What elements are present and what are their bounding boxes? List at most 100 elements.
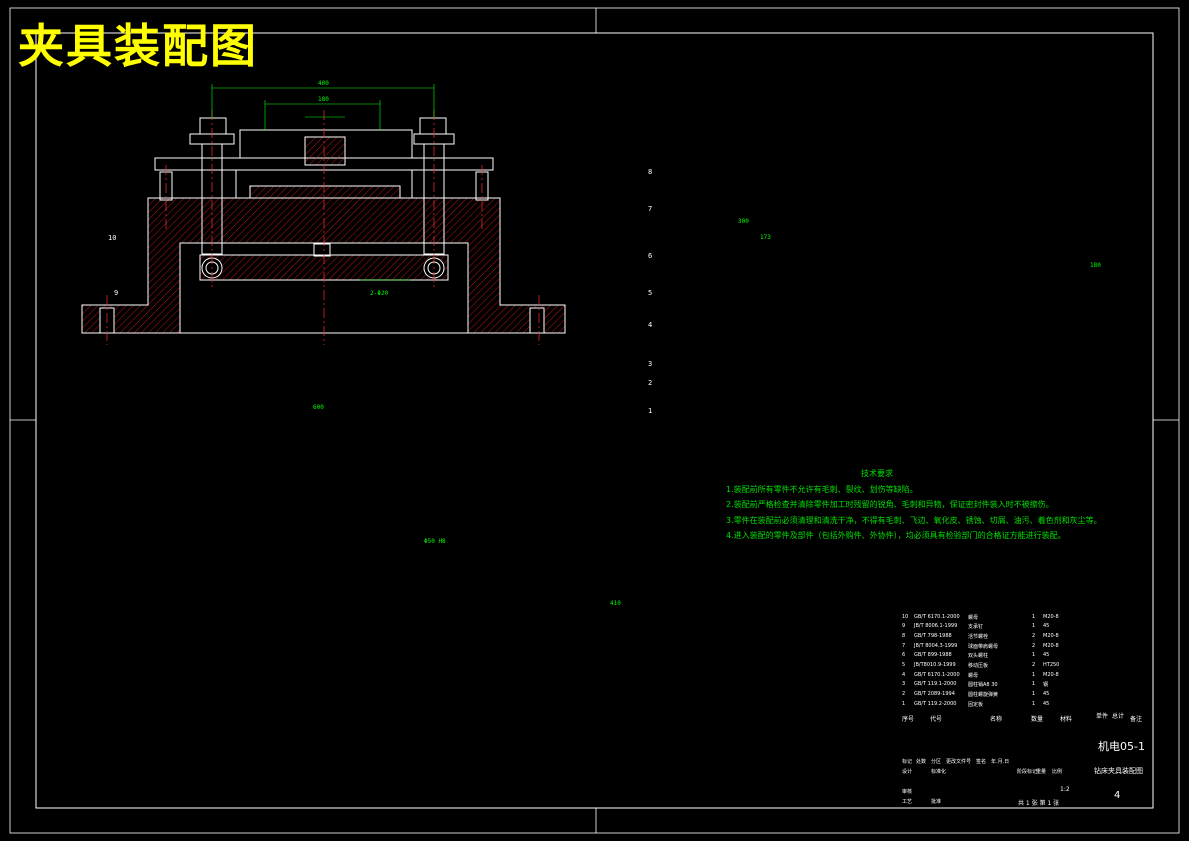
parts-list-cell: GB/T 6170.1-2000 (914, 613, 960, 620)
parts-list-cell: 45 (1043, 691, 1050, 698)
parts-list-cell: 1 (1032, 623, 1036, 630)
parts-list-cell: 圆柱螺旋弹簧 (968, 692, 999, 699)
drawing-number: 机电05-1 (1098, 740, 1145, 753)
title-block-label: 年.月.日 (991, 759, 1010, 765)
callout-6: 6 (648, 252, 653, 260)
tech-heading: 技术要求 (861, 469, 893, 478)
parts-list-cell: GB/T 2089-1994 (914, 691, 955, 698)
parts-list-cell: 1 (1032, 691, 1036, 698)
parts-list-cell: 8 (902, 632, 906, 639)
title-block-label: 更改文件号 (946, 759, 972, 765)
sheet-info: 共 1 张 第 1 张 (1018, 800, 1060, 807)
parts-list-cell: JB/T 8006.1-1999 (914, 623, 958, 630)
dim-dia-note: Φ50 H8 (424, 538, 446, 545)
pl-header-code: 代号 (930, 716, 943, 723)
parts-list-cell: 2 (1032, 662, 1036, 668)
tech-item: 1.装配前所有零件不允许有毛刺、裂纹、划伤等缺陷。 (726, 484, 918, 494)
pl-header-no: 序号 (902, 716, 915, 723)
parts-list-cell: 2 (1032, 632, 1036, 639)
front-dimensions (211, 84, 435, 281)
title-block-label: 分区 (931, 759, 942, 765)
title-block-label: 工艺 (902, 799, 913, 805)
parts-list-cell: M20-8 (1043, 642, 1059, 649)
drawing-title: 夹具装配图 (18, 19, 258, 73)
title-block-label: 重量 (1036, 769, 1047, 775)
callout-1: 1 (648, 407, 653, 415)
parts-list-cell: 10 (902, 613, 909, 620)
parts-list-cell: 钢 (1043, 682, 1049, 689)
callout-5: 5 (648, 289, 653, 297)
pl-header-remark: 备注 (1130, 716, 1143, 723)
parts-list-cell: 1 (1032, 613, 1036, 620)
parts-list-cell: M20-8 (1043, 613, 1059, 620)
callout-3: 3 (648, 360, 653, 368)
dim-front-inner: 180 (318, 96, 329, 103)
parts-list-cell: JB/T 8004.3-1999 (914, 642, 958, 649)
title-block-label: 标准化 (931, 769, 947, 775)
parts-list-cell: 2 (902, 691, 906, 698)
pl-header-material: 材料 (1060, 716, 1073, 723)
title-block-label: 设计 (902, 769, 913, 775)
parts-list-cell: JB/T8010.9-1999 (914, 662, 956, 668)
parts-list-cell: 螺母 (968, 672, 979, 679)
callout-8: 8 (648, 168, 653, 176)
parts-list-cell: 双头螺柱 (968, 653, 989, 660)
sheet-number: 4 (1114, 790, 1121, 801)
pl-header-total: 总计 (1112, 713, 1125, 720)
parts-list-cell: GB/T 899-1988 (914, 652, 952, 659)
callout-2: 2 (648, 379, 653, 387)
parts-list-cell: 活节螺栓 (968, 633, 989, 640)
parts-list-cell: GB/T 6170.1-2000 (914, 671, 960, 678)
callout-4: 4 (648, 321, 653, 329)
parts-list-cell: 移动压板 (968, 663, 989, 669)
parts-list-cell: 45 (1043, 623, 1050, 630)
parts-list-cell: 1 (1032, 652, 1036, 659)
parts-list-cell: 圆柱销A8 30 (968, 682, 998, 689)
callout-9: 9 (114, 289, 119, 297)
parts-list-cell: 5 (902, 662, 906, 668)
dim-side-a: 300 (738, 218, 749, 225)
parts-list-cell: 固定板 (968, 701, 984, 708)
parts-list-cell: 1 (1032, 671, 1036, 678)
parts-list-cell: 2 (1032, 642, 1036, 649)
drawing-name: 钻床夹具装配图 (1094, 767, 1143, 775)
front-centerlines (106, 110, 540, 345)
parts-list-cell: 1 (902, 700, 906, 707)
front-section-view (81, 117, 566, 334)
parts-list-cell: 6 (902, 652, 906, 659)
parts-list-cell: GB/T 798-1988 (914, 632, 952, 639)
title-block-label: 处数 (916, 759, 927, 765)
tech-item: 3.零件在装配前必须清理和清洗干净，不得有毛刺、飞边、氧化皮、锈蚀、切屑、油污、… (726, 515, 1102, 525)
callout-7: 7 (648, 205, 653, 213)
parts-list-cell: GB/T 119.2-2000 (914, 700, 957, 707)
callout-10: 10 (108, 234, 117, 242)
pl-header-unit: 单件 (1096, 713, 1109, 720)
parts-list-cell: 球面带肩螺母 (968, 643, 999, 650)
parts-list-cell: 45 (1043, 700, 1050, 707)
parts-list-cell: M20-8 (1043, 671, 1059, 678)
dim-front-overall: 400 (318, 80, 329, 87)
parts-list-cell: 支承钉 (968, 624, 984, 631)
title-block-label: 比例 (1052, 769, 1063, 775)
parts-list-cell: 3 (902, 681, 906, 688)
dim-plan-width: 600 (313, 404, 324, 411)
parts-list-cell: HT250 (1043, 662, 1060, 668)
tech-item: 4.进入装配的零件及部件（包括外购件、外协件），均必须具有检验部门的合格证方能进… (726, 531, 1066, 540)
pl-header-name: 名称 (990, 716, 1003, 723)
title-block-label: 标记 (902, 759, 913, 765)
dim-side-b: 173 (760, 234, 771, 241)
parts-list-cell: 7 (902, 642, 906, 649)
parts-list-cell: 45 (1043, 652, 1050, 659)
sheet-border (9, 7, 1180, 834)
technical-requirements: 技术要求 1.装配前所有零件不允许有毛刺、裂纹、划伤等缺陷。 2.装配前严格检查… (726, 466, 1102, 544)
parts-list-cell: M20-8 (1043, 632, 1059, 639)
parts-list-cell: 4 (902, 671, 906, 678)
dim-plan-height: 410 (610, 600, 621, 607)
dim-hole-note: 2-Φ20 (370, 290, 389, 297)
title-block-label: 签名 (976, 759, 987, 765)
title-block-label: 批准 (931, 799, 942, 805)
tech-item: 2.装配前严格检查并清除零件加工时残留的锐角、毛刺和异物，保证密封件装入时不被擦… (726, 500, 1054, 509)
parts-list-cell: 1 (1032, 700, 1036, 707)
scale: 1:2 (1060, 786, 1070, 793)
